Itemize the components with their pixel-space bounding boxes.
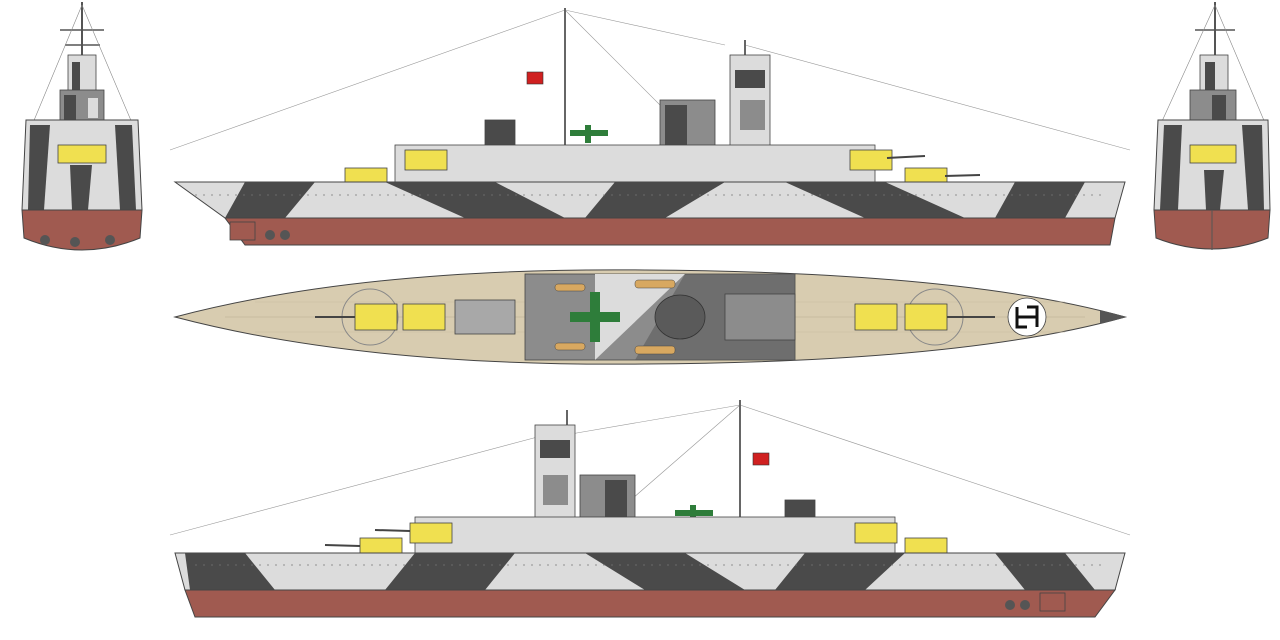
port-profile xyxy=(165,395,1140,635)
ensign-flag xyxy=(526,71,544,85)
aircraft-icon xyxy=(675,505,713,523)
plan-view xyxy=(165,262,1135,377)
bow-view xyxy=(20,0,150,260)
air-recognition-circle xyxy=(1007,297,1047,337)
aircraft-icon xyxy=(570,292,620,342)
starboard-profile xyxy=(165,0,1140,250)
ensign-flag xyxy=(752,452,770,466)
aircraft-icon xyxy=(570,125,608,143)
stern-view xyxy=(1150,0,1275,260)
